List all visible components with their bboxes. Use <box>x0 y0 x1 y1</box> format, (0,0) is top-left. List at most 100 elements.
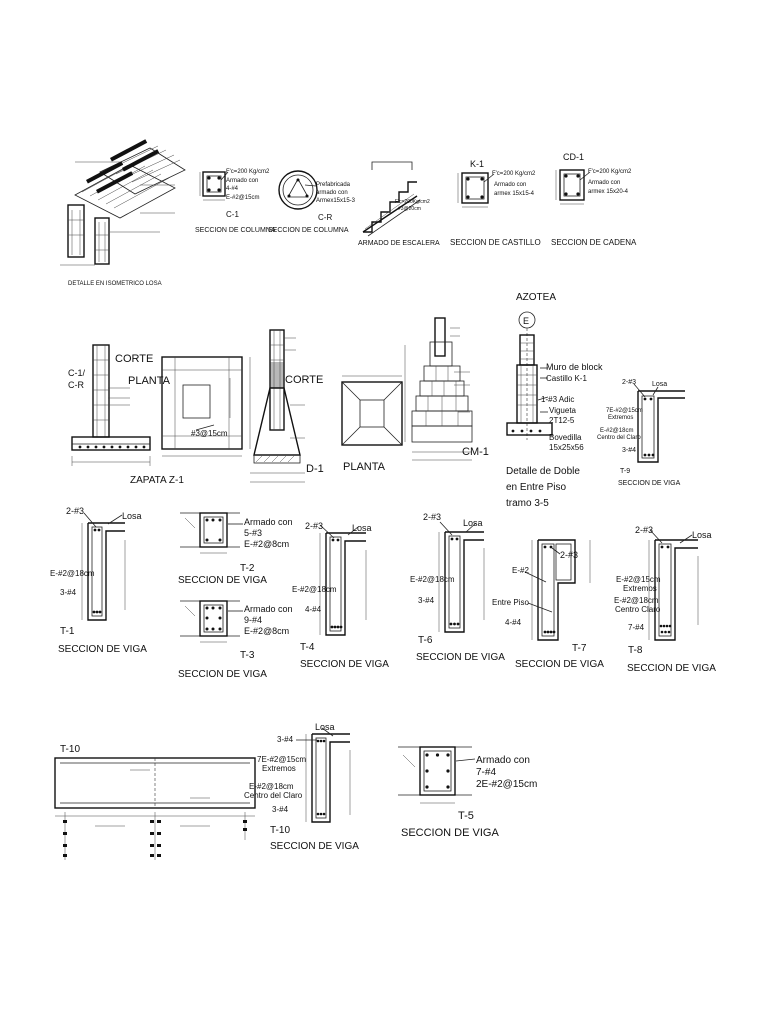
beam-t4-section: 2-#3 Losa E-#2@18cm 4-#4 T-4 SECCION DE … <box>292 521 389 670</box>
t6-top: 2-#3 <box>423 512 441 522</box>
t5-id: T-5 <box>458 810 474 822</box>
column-cr-caption: SECCION DE COLUMNA <box>268 227 349 234</box>
t8-id: T-8 <box>628 645 643 656</box>
azotea-bovedilla-spec: 15x25x56 <box>549 443 584 452</box>
dado-corte-label: CORTE <box>285 374 323 386</box>
t10-est-4: Centro del Claro <box>244 791 303 800</box>
t4-losa: Losa <box>352 523 372 533</box>
t7-est: E-#2 <box>512 566 529 575</box>
t4-id: T-4 <box>300 642 315 653</box>
t8-est-4: Centro Claro <box>615 605 661 614</box>
zapata-z1-planta: #3@15cm ZAPATA Z-1 <box>130 356 251 486</box>
dado-d1-detail: CORTE D-1 <box>250 329 324 483</box>
azotea-bovedilla: Bovedilla <box>549 433 582 442</box>
t8-est-3: E-#2@18cm <box>614 596 659 605</box>
t2-arm-2: 5-#3 <box>244 528 262 538</box>
t7-entre: Entre Piso <box>492 598 529 607</box>
t5-arm-2: 7-#4 <box>476 767 496 778</box>
t1-est: E-#2@18cm <box>50 569 95 578</box>
stair-reinforcement-detail: F'c=200Kg/cm2 #3@20cm ARMADO DE ESCALERA <box>358 161 440 247</box>
t4-top: 2-#3 <box>305 521 323 531</box>
cadena-spec-3: armex 15x20-4 <box>588 189 629 195</box>
isometric-caption: DETALLE EN ISOMETRICO LOSA <box>68 281 162 287</box>
t10-est-2: Extremos <box>262 764 296 773</box>
column-c1-spec-4: E-#2@15cm <box>226 195 259 201</box>
beam-t6-section: 2-#3 Losa E-#2@18cm 3-#4 T-6 SECCION DE … <box>410 512 505 663</box>
castillo-spec-3: armex 15x15-4 <box>494 191 535 197</box>
t9-caption: SECCION DE VIGA <box>618 480 681 487</box>
t1-id: T-1 <box>60 626 75 637</box>
t7-id: T-7 <box>572 643 587 654</box>
azotea-vigueta: Vigueta <box>549 406 577 415</box>
column-cr-spec-2: armado con <box>316 190 348 196</box>
t1-top: 2-#3 <box>66 506 84 516</box>
azotea-caption-3: tramo 3-5 <box>506 498 549 509</box>
dado-id: D-1 <box>306 463 324 475</box>
azotea-adic: 1-#3 Adic <box>541 395 574 404</box>
azotea-title: AZOTEA <box>516 292 556 303</box>
castillo-k1-section: K-1 F'c=200 Kg/cm2 Armado con armex 15x1… <box>450 159 541 247</box>
t1-losa: Losa <box>122 511 142 521</box>
cadena-caption: SECCION DE CADENA <box>551 238 637 247</box>
t7-caption: SECCION DE VIGA <box>515 659 604 670</box>
t9-est-4: Centro del Claro <box>597 435 641 441</box>
t10-caption: SECCION DE VIGA <box>270 841 359 852</box>
zapata-corte-label: CORTE <box>115 353 153 365</box>
dado-planta-label: PLANTA <box>343 461 386 473</box>
zapata-caption: ZAPATA Z-1 <box>130 475 184 486</box>
azotea-caption-2: en Entre Piso <box>506 482 566 493</box>
t3-arm-3: E-#2@8cm <box>244 626 289 636</box>
castillo-id: K-1 <box>470 159 484 169</box>
t6-bot: 3-#4 <box>418 596 435 605</box>
t6-id: T-6 <box>418 635 433 646</box>
t10-est-3: E-#2@18cm <box>249 782 294 791</box>
t9-top: 2-#3 <box>622 379 636 386</box>
azotea-muro: Muro de block <box>546 362 603 372</box>
t9-est-3: E-#2@18cm <box>600 428 633 434</box>
t8-losa: Losa <box>692 530 712 540</box>
beam-t3-section: Armado con 9-#4 E-#2@8cm T-3 SECCION DE … <box>178 600 293 680</box>
t3-arm-1: Armado con <box>244 604 293 614</box>
cadena-id: CD-1 <box>563 152 584 162</box>
castillo-caption: SECCION DE CASTILLO <box>450 238 541 247</box>
t8-bot: 7-#4 <box>628 623 645 632</box>
t4-caption: SECCION DE VIGA <box>300 659 389 670</box>
beam-t9-section: 2-#3 Losa 7E-#2@15cm Extremos E-#2@18cm … <box>597 379 685 487</box>
cadena-cd1-section: CD-1 F'c=200 Kg/cm2 Armado con armex 15x… <box>551 152 637 247</box>
azotea-caption-1: Detalle de Doble <box>506 466 580 477</box>
column-c1-spec-3: 4-#4 <box>226 186 239 192</box>
castillo-spec-2: Armado con <box>494 182 526 188</box>
t9-est-1: 7E-#2@15cm <box>606 408 643 414</box>
azotea-doble-detail: AZOTEA E Muro de block Castillo K-1 1-#3… <box>506 292 603 509</box>
zapata-z1-corte: C-1/ C-R CORTE PLANTA <box>68 344 171 466</box>
cadena-spec-1: F'c=200 Kg/cm2 <box>588 169 632 175</box>
stair-caption: ARMADO DE ESCALERA <box>358 240 440 247</box>
dado-planta: PLANTA <box>341 375 403 473</box>
column-c1-id: C-1 <box>226 210 239 219</box>
column-cr-spec-1: Prefabricada <box>316 182 351 188</box>
t5-arm-3: 2E-#2@15cm <box>476 779 537 790</box>
t8-caption: SECCION DE VIGA <box>627 663 716 674</box>
column-cr-spec-3: Armex15x15-3 <box>316 198 356 204</box>
azotea-marker: E <box>523 316 529 326</box>
t10-top: 3-#4 <box>277 735 294 744</box>
t7-top: 2-#3 <box>560 550 578 560</box>
t6-caption: SECCION DE VIGA <box>416 652 505 663</box>
t8-top: 2-#3 <box>635 525 653 535</box>
beam-t2-section: Armado con 5-#3 E-#2@8cm SECCION DE VIGA… <box>178 512 293 586</box>
t10-id: T-10 <box>270 825 290 836</box>
t9-bot: 3-#4 <box>622 447 636 454</box>
t1-bot: 3-#4 <box>60 588 77 597</box>
t10-losa: Losa <box>315 722 335 732</box>
stair-spec-1: F'c=200Kg/cm2 <box>395 199 430 205</box>
t2-id: T-2 <box>240 563 255 574</box>
t8-est-2: Extremos <box>623 584 657 593</box>
zapata-spec: #3@15cm <box>191 429 228 438</box>
t4-bot: 4-#4 <box>305 605 322 614</box>
t2-arm-3: E-#2@8cm <box>244 539 289 549</box>
isometric-slab-detail: DETALLE EN ISOMETRICO LOSA <box>60 139 186 287</box>
beam-t8-section: 2-#3 Losa E-#2@15cm Extremos E-#2@18cm C… <box>614 525 716 674</box>
beam-t10-section: Losa 3-#4 7E-#2@15cm Extremos E-#2@18cm … <box>244 722 359 852</box>
beam-t5-section: Armado con 7-#4 2E-#2@15cm T-5 SECCION D… <box>398 746 537 839</box>
